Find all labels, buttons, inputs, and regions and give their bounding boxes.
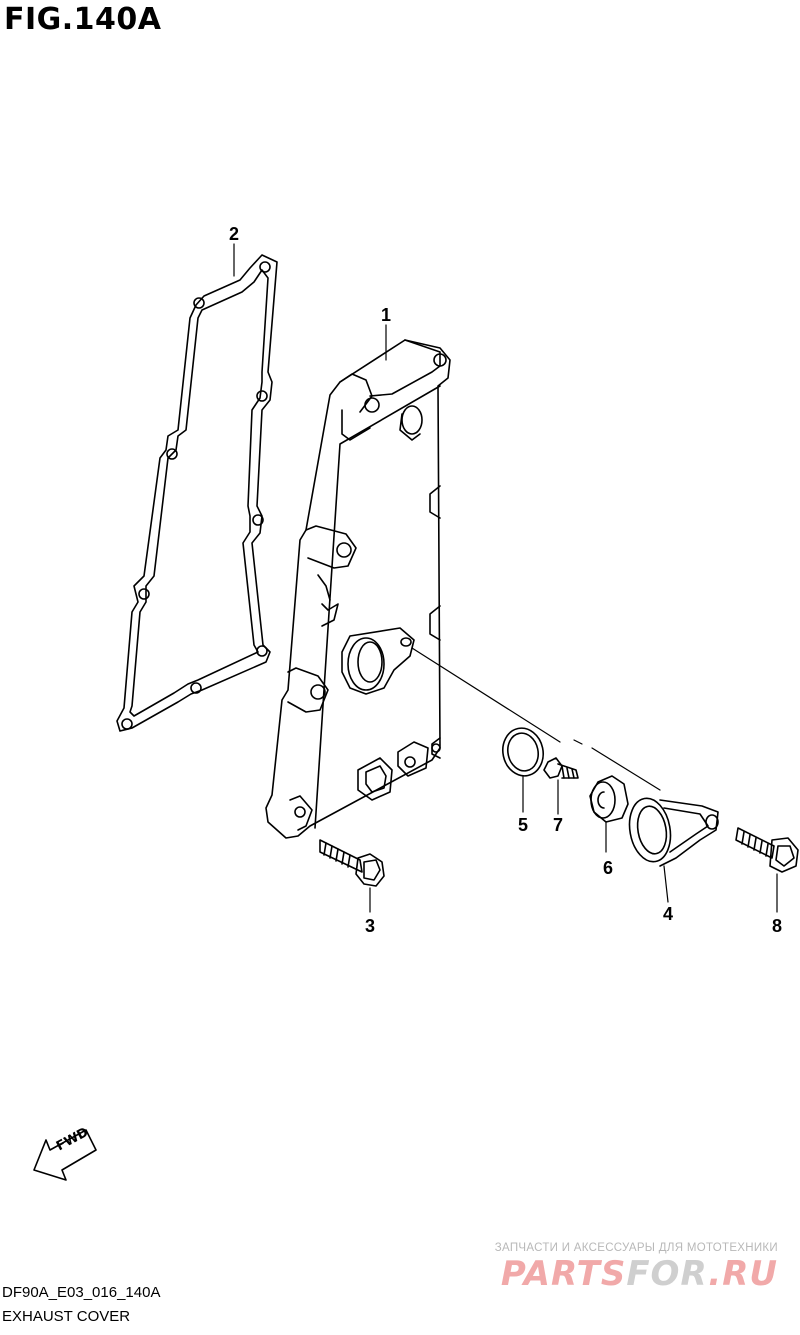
callout-label: 5 [517, 815, 528, 835]
callout-label: 7 [552, 815, 563, 835]
bushing-part [589, 775, 629, 823]
o-ring-part [502, 727, 544, 777]
gasket-part [116, 254, 278, 732]
fwd-arrow-icon [33, 1129, 97, 1181]
watermark-logo: PARTSFOR.RU [501, 1254, 778, 1294]
callout-label: 2 [228, 224, 239, 244]
figure-code: DF90A_E03_016_140A [2, 1284, 161, 1301]
callout-label: 1 [380, 305, 391, 325]
cap-part [628, 797, 719, 867]
watermark-tagline: ЗАПЧАСТИ И АКСЕССУАРЫ ДЛЯ МОТОТЕХНИКИ [494, 1242, 778, 1254]
figure-title: FIG.140A [4, 2, 162, 37]
figure-name: EXHAUST COVER [2, 1308, 131, 1325]
assembly-line [573, 739, 583, 745]
leader-lines [233, 243, 778, 913]
watermark-logo-part: .RU [708, 1254, 778, 1294]
assembly-line [591, 747, 661, 791]
callout-label: 3 [364, 916, 375, 936]
assembly-line [411, 647, 561, 743]
watermark-logo-part: PARTS [500, 1254, 627, 1294]
watermark-logo-part: FOR [626, 1254, 709, 1294]
exhaust-cover-part [265, 339, 451, 839]
callout-label: 4 [662, 904, 673, 924]
callout-label: 8 [771, 916, 782, 936]
bolt-part-8 [735, 827, 799, 873]
callout-label: 6 [602, 858, 613, 878]
bolt-part-3 [319, 839, 385, 887]
small-bolt-part [543, 757, 579, 779]
